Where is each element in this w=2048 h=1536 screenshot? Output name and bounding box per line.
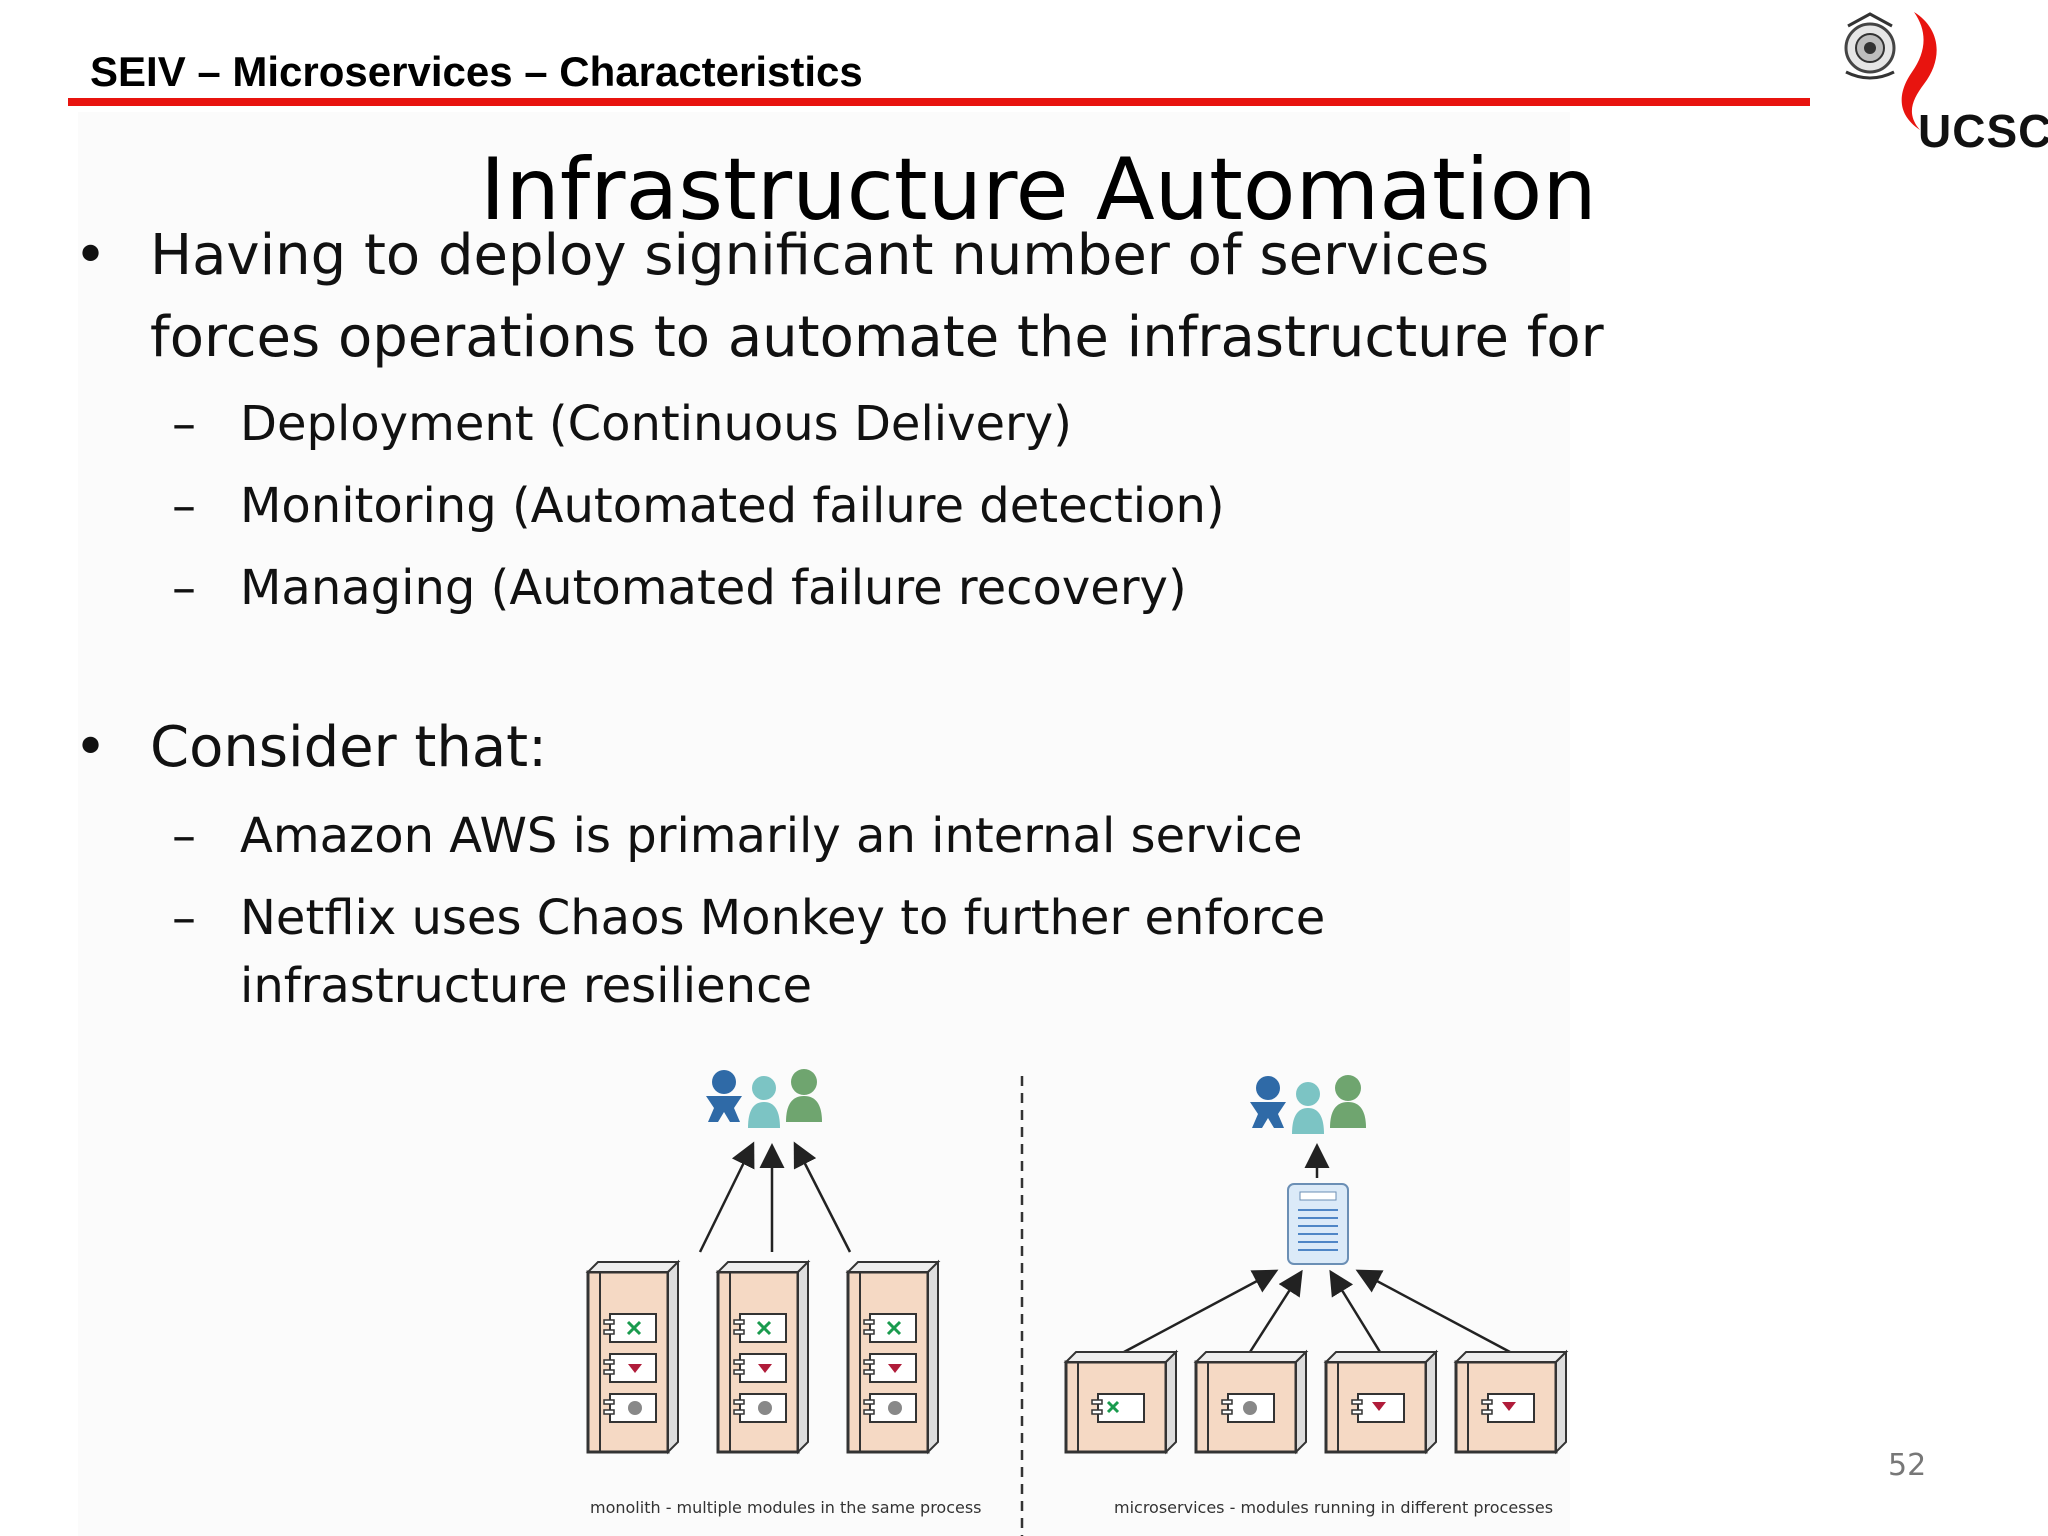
- ucsc-logo: [1844, 12, 1937, 130]
- page-number: 52: [1888, 1448, 1927, 1483]
- monolith-server-2: [718, 1262, 808, 1452]
- dash-marker: –: [172, 890, 196, 946]
- sub-bullet-text: Managing (Automated failure recovery): [240, 560, 1187, 616]
- document-icon: [1287, 1183, 1349, 1265]
- monolith-caption: monolith - multiple modules in the same …: [590, 1498, 982, 1517]
- sub-bullet-text: Amazon AWS is primarily an internal serv…: [240, 808, 1303, 864]
- bullet-dot: •: [74, 715, 108, 780]
- slide-title: Infrastructure Automation: [480, 140, 1597, 240]
- dash-marker: –: [172, 560, 196, 616]
- slide-background: [78, 112, 1570, 1536]
- header-title: SEIV – Microservices – Characteristics: [90, 48, 863, 95]
- architecture-diagram: [560, 1069, 1600, 1536]
- sub-bullet-text: Monitoring (Automated failure detection): [240, 478, 1225, 534]
- bullet-text: Consider that:: [150, 715, 548, 780]
- bullet-text: Having to deploy significant number of s…: [150, 223, 1490, 288]
- microservice-box-1: [1066, 1352, 1176, 1452]
- sub-bullet-text: Netflix uses Chaos Monkey to further enf…: [240, 890, 1326, 946]
- crest-icon: [1844, 12, 1896, 80]
- microservices-users-group: [1250, 1075, 1366, 1134]
- sub-bullet-text: Deployment (Continuous Delivery): [240, 396, 1072, 452]
- bullet-text: forces operations to automate the infras…: [150, 305, 1604, 370]
- logo-text: UCSC: [1918, 105, 2048, 157]
- monolith-server-1: [588, 1262, 678, 1452]
- microservice-box-4: [1456, 1352, 1566, 1452]
- monolith-server-3: [848, 1262, 938, 1452]
- dash-marker: –: [172, 478, 196, 534]
- header-rule: [68, 98, 1810, 106]
- monolith-users-group: [706, 1069, 822, 1128]
- microservice-box-2: [1196, 1352, 1306, 1452]
- microservice-box-3: [1326, 1352, 1436, 1452]
- dash-marker: –: [172, 396, 196, 452]
- flame-swoosh: [1901, 12, 1937, 130]
- bullet-dot: •: [74, 223, 108, 288]
- microservices-caption: microservices - modules running in diffe…: [1114, 1498, 1554, 1517]
- dash-marker: –: [172, 808, 196, 864]
- sub-bullet-text: infrastructure resilience: [240, 958, 812, 1014]
